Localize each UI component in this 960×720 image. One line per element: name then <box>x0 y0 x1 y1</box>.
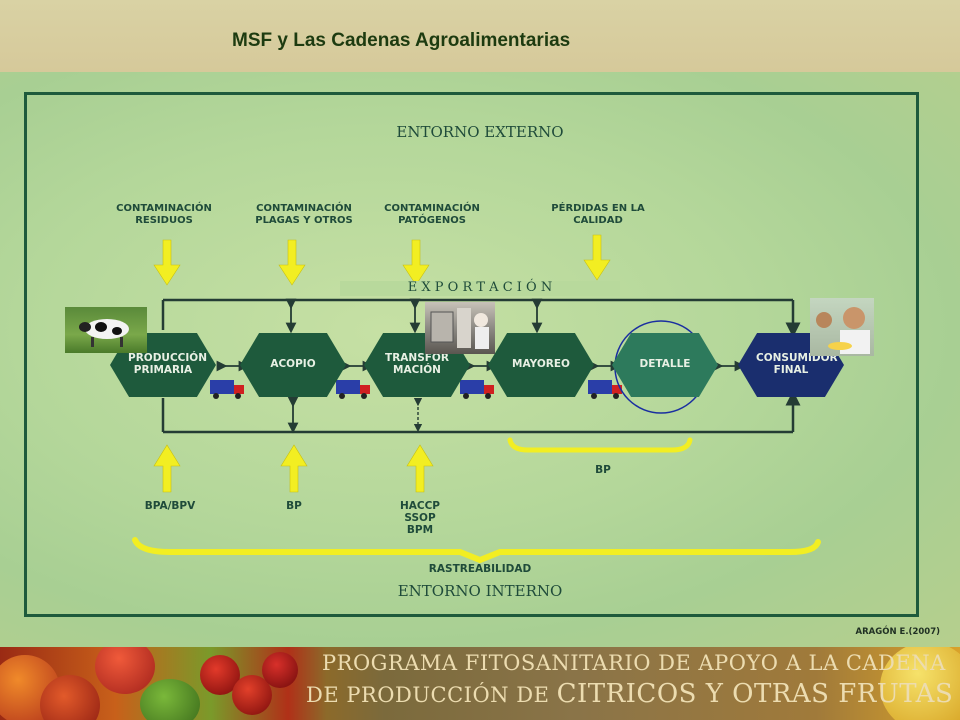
yellow-arrow-up-3 <box>406 444 434 493</box>
truck-icon-1 <box>210 380 244 399</box>
yellow-arrow-up-2 <box>280 444 308 493</box>
bp-label-acopio: BP <box>286 500 302 512</box>
diagram-frame <box>24 92 919 617</box>
yellow-arrow-down-4 <box>583 234 611 281</box>
truck-icon-2 <box>336 380 370 399</box>
cow-photo <box>65 307 147 353</box>
footer-banner: PROGRAMA FITOSANITARIO DE APOYO A LA CAD… <box>0 647 960 720</box>
children-eating-photo <box>810 298 874 356</box>
title-bar: MSF y Las Cadenas Agroalimentarias <box>0 0 960 72</box>
credit-label: ARAGÓN E.(2007) <box>855 627 940 637</box>
yellow-arrow-up-1 <box>153 444 181 493</box>
rastreabilidad-brace <box>132 537 821 564</box>
bpa-bpv-label: BPA/BPV <box>144 500 196 512</box>
stage-detalle: DETALLE <box>612 333 718 397</box>
entorno-interno-label: ENTORNO INTERNO <box>397 582 563 600</box>
footer-line-2: DE PRODUCCIÓN DE CITRICOS Y OTRAS FRUTAS <box>306 679 954 709</box>
stage-mayoreo: MAYOREO <box>488 333 594 397</box>
slide-title: MSF y Las Cadenas Agroalimentarias <box>232 30 571 51</box>
stage-acopio: ACOPIO <box>240 333 346 397</box>
truck-icon-4 <box>588 380 622 399</box>
processing-photo <box>425 302 495 354</box>
yellow-arrow-down-3 <box>402 239 430 286</box>
rastreabilidad-label: RASTREABILIDAD <box>428 563 532 575</box>
entorno-externo-label: ENTORNO EXTERNO <box>396 123 564 141</box>
yellow-arrow-down-1 <box>153 239 181 286</box>
exportacion-label: E X P O R T A C I Ó N <box>340 280 620 296</box>
bp-brace <box>507 437 693 453</box>
yellow-arrow-down-2 <box>278 239 306 286</box>
bp-label-retail: BP <box>595 464 611 476</box>
truck-icon-3 <box>460 380 494 399</box>
footer-line-1: PROGRAMA FITOSANITARIO DE APOYO A LA CAD… <box>322 651 946 675</box>
